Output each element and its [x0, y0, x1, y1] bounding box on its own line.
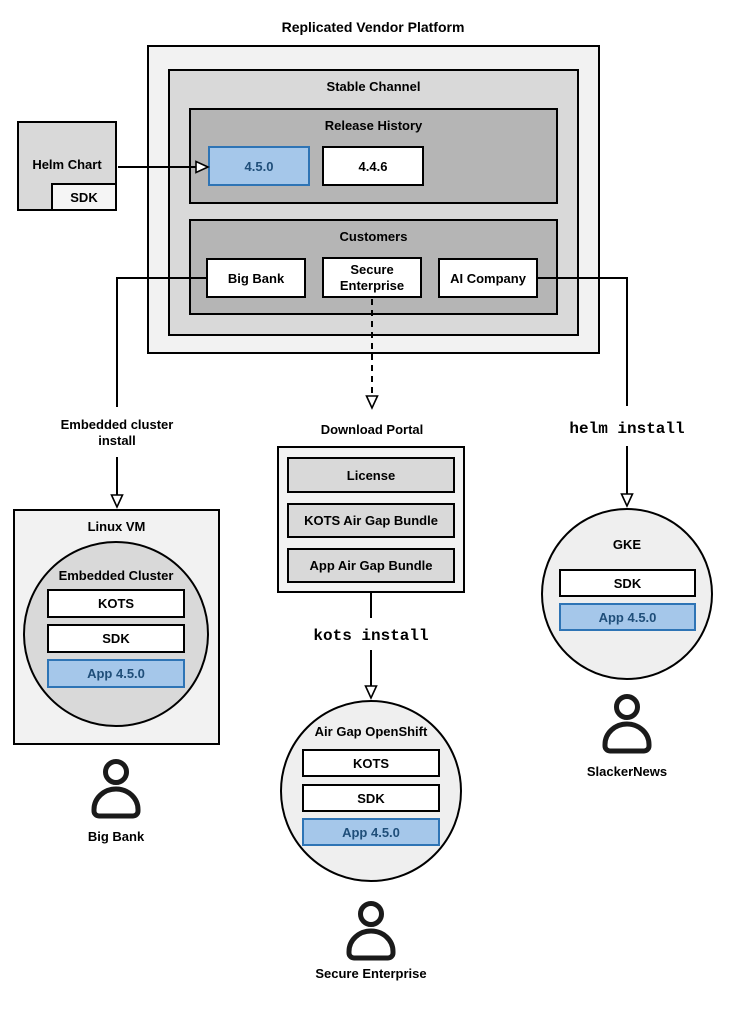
helm-chart-sdk-box: SDK [51, 183, 117, 211]
gke-label: GKE [612, 537, 642, 552]
secure-enterprise-user-label: Secure Enterprise [315, 966, 427, 981]
app-air-gap-bundle-box: App Air Gap Bundle [287, 548, 455, 583]
airgap-kots-box: KOTS [302, 749, 440, 777]
embedded-sdk-box: SDK [47, 624, 185, 653]
embedded-install-label: Embedded cluster install [60, 417, 174, 448]
embedded-app-box: App 4.5.0 [47, 659, 185, 688]
gke-sdk-box: SDK [559, 569, 696, 597]
arrowhead-down [364, 685, 378, 700]
embedded-cluster-label: Embedded Cluster [58, 568, 174, 583]
linux-vm-label: Linux VM [87, 519, 146, 534]
helm-install-label: helm install [569, 420, 685, 438]
gke-app-box: App 4.5.0 [559, 603, 696, 631]
slackernews-user-label: SlackerNews [586, 764, 668, 779]
user-icon [346, 901, 396, 961]
release-4-5-0: 4.5.0 [208, 146, 310, 186]
customers-label: Customers [339, 229, 408, 244]
customer-ai-company: AI Company [438, 258, 538, 298]
download-portal-label: Download Portal [320, 422, 424, 437]
user-icon [91, 759, 141, 819]
kots-air-gap-bundle-box: KOTS Air Gap Bundle [287, 503, 455, 538]
license-box: License [287, 457, 455, 493]
diagram-title: Replicated Vendor Platform [281, 19, 465, 35]
big-bank-user-label: Big Bank [87, 829, 145, 844]
embedded-kots-box: KOTS [47, 589, 185, 618]
release-history-label: Release History [324, 118, 423, 133]
airgap-app-box: App 4.5.0 [302, 818, 440, 846]
customer-big-bank: Big Bank [206, 258, 306, 298]
user-icon [602, 694, 652, 754]
air-gap-openshift-label: Air Gap OpenShift [314, 724, 428, 739]
airgap-sdk-box: SDK [302, 784, 440, 812]
arrowhead-down [110, 494, 124, 509]
arrowhead-down [620, 493, 634, 508]
stable-channel-label: Stable Channel [326, 79, 421, 94]
helm-chart-label: Helm Chart [32, 157, 102, 172]
kots-install-label: kots install [313, 627, 429, 645]
customer-secure-enterprise: Secure Enterprise [322, 257, 422, 298]
release-4-4-6: 4.4.6 [322, 146, 424, 186]
arrowhead-down [365, 395, 379, 410]
